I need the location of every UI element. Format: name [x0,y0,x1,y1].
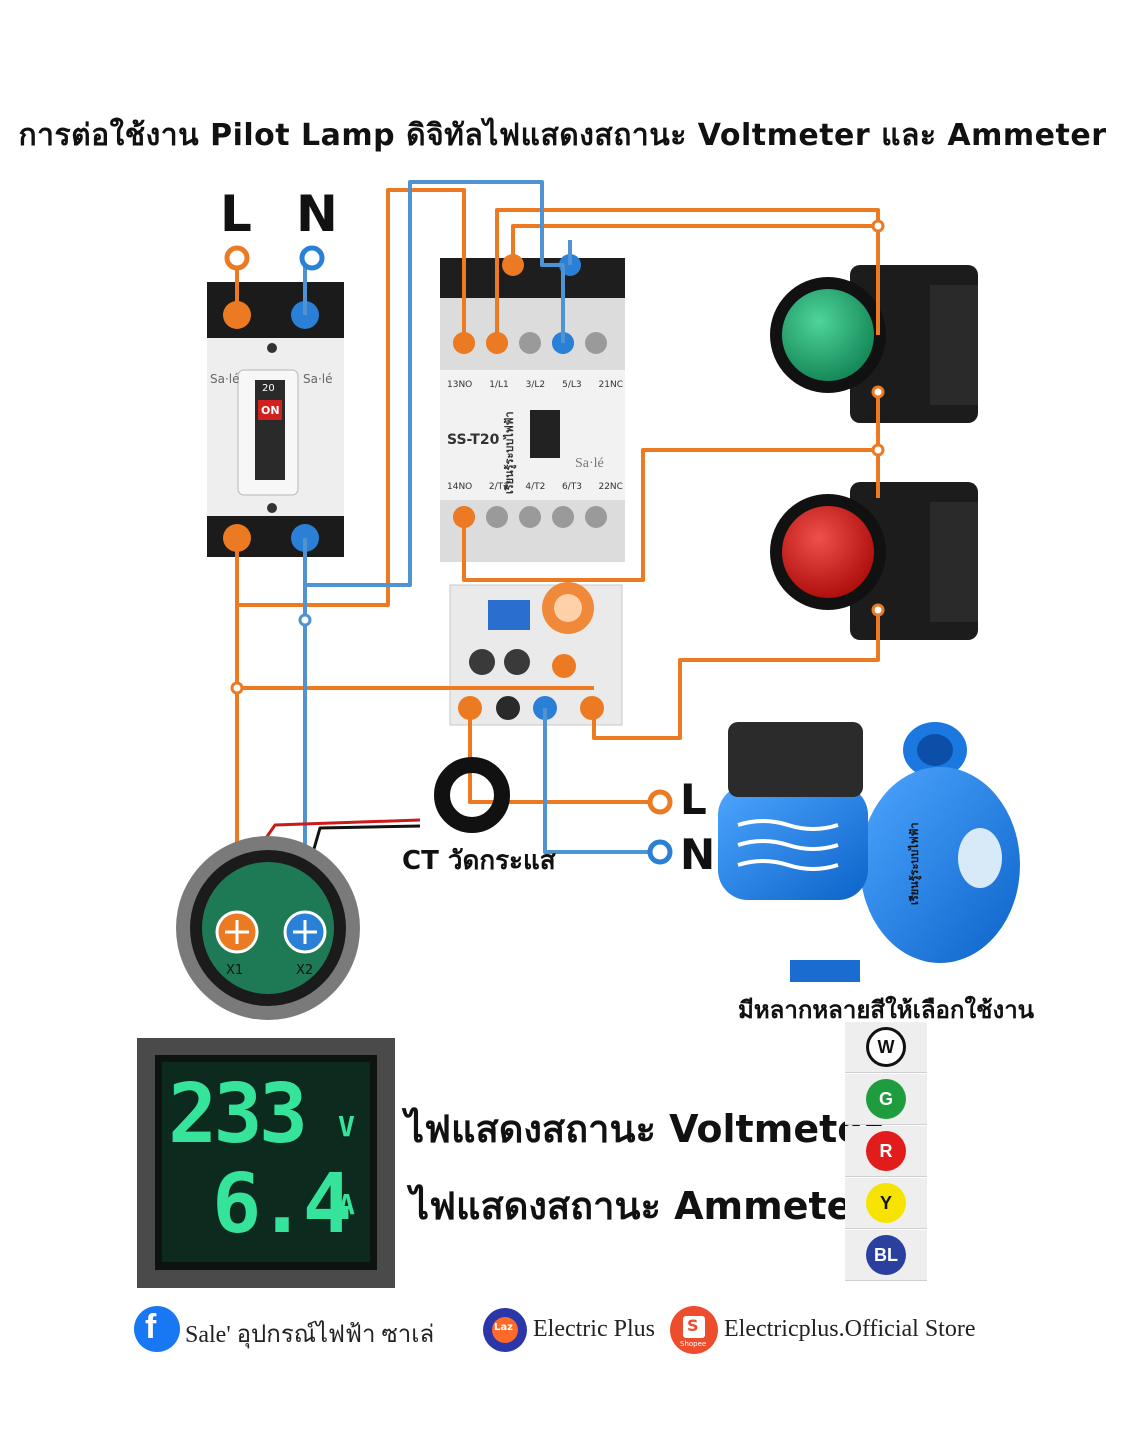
green-push-button[interactable] [770,265,978,423]
circuit-breaker [207,282,344,557]
contactor-bottom-terminals: 14NO 2/T1 4/T2 6/T3 22NC [447,482,623,492]
water-pump [718,722,1020,982]
breaker-rating: 20 [262,383,275,394]
terminal-label: 21NC [598,380,623,390]
load-l-label: L [680,775,707,824]
current-readout: 6.4 [212,1157,352,1252]
terminal-label: 1/L1 [489,380,509,390]
meter-x2-label: X2 [296,963,314,978]
color-option-red[interactable]: R [845,1126,927,1177]
green-indicator-icon: G [866,1079,906,1119]
color-option-yellow[interactable]: Y [845,1178,927,1229]
red-indicator-icon: R [866,1131,906,1171]
terminal-label: 6/T3 [561,482,582,492]
footer-shopee[interactable]: Electricplus.Official Store [724,1316,976,1342]
yellow-indicator-icon: Y [866,1183,906,1223]
contactor-top-terminals: 13NO 1/L1 3/L2 5/L3 21NC [447,380,623,390]
load-n-terminal [647,839,673,865]
terminal-label: 22NC [598,482,623,492]
voltage-readout: 233 [168,1067,308,1162]
shopee-icon-glyph: S [687,1316,699,1335]
pilot-meter-back [176,836,360,1020]
facebook-icon-glyph: f [145,1308,157,1346]
digital-display [137,1038,395,1288]
magnetic-contactor [440,254,625,562]
overload-relay [449,582,623,726]
footer-lazada[interactable]: Electric Plus [533,1316,655,1342]
breaker-brand-left: Sa·lé [210,372,240,386]
breaker-handle[interactable] [258,400,282,420]
blue-indicator-icon: BL [866,1235,906,1275]
load-n-label: N [680,830,716,879]
voltmeter-label: ไฟแสดงสถานะ Voltmeter [405,1107,882,1151]
white-indicator-icon: W [866,1027,906,1067]
contactor-brand: Sa·lé [575,456,604,471]
ammeter-label: ไฟแสดงสถานะ Ammeter [410,1184,872,1228]
meter-x1-label: X1 [226,963,244,978]
load-l-terminal [647,789,673,815]
ct-label: CT วัดกระแส [402,846,556,876]
terminal-label: 5/L3 [562,380,582,390]
supply-l-label: L [220,185,252,243]
color-option-white[interactable]: W [845,1022,927,1073]
terminal-label: 4/T2 [525,482,546,492]
color-options-caption: มีหลากหลายสีให้เลือกใช้งาน [738,996,1035,1024]
lazada-icon-label: Laz [494,1322,513,1333]
terminal-label: 3/L2 [525,380,546,390]
supply-n-label: N [296,185,338,243]
current-unit: A [338,1188,355,1221]
contactor-side-text: เรียนรู้ระบบไฟฟ้า [503,411,516,494]
contactor-model: SS-T20 [447,432,500,448]
supply-n-terminal [299,245,325,271]
footer-facebook[interactable]: Sale' อุปกรณ์ไฟฟ้า ซาเล่ [185,1322,435,1348]
pump-text: เรียนรู้ระบบไฟฟ้า [908,822,921,905]
red-push-button[interactable] [770,482,978,640]
voltage-unit: V [338,1110,355,1143]
color-option-green[interactable]: G [845,1074,927,1125]
supply-l-terminal [224,245,250,271]
terminal-label: 14NO [447,482,473,492]
breaker-handle-label: ON [261,404,280,417]
page-title: การต่อใช้งาน Pilot Lamp ดิจิทัลไฟแสดงสถา… [18,118,1107,153]
terminal-label: 2/T1 [488,482,509,492]
terminal-label: 13NO [447,380,473,390]
breaker-brand-right: Sa·lé [303,372,333,386]
shopee-icon-label: Shopee [680,1340,707,1348]
current-transformer [434,757,510,833]
facebook-icon [134,1306,180,1352]
color-option-blue[interactable]: BL [845,1230,927,1281]
